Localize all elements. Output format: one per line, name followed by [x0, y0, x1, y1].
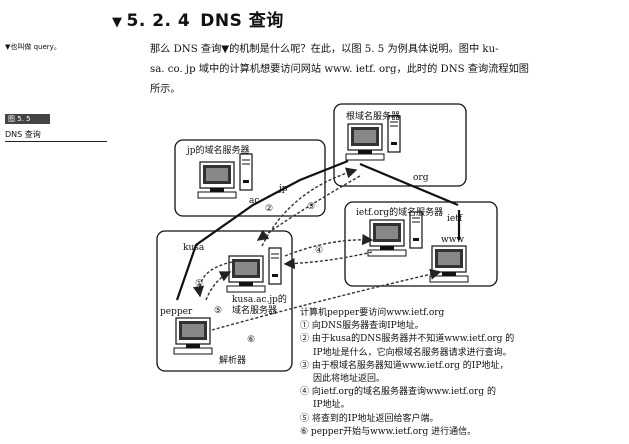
resolver-label: 解析器 [219, 354, 246, 366]
ietf-server-icon [367, 211, 423, 257]
www-server-icon [429, 245, 469, 283]
steps-list: 计算机pepper要访问www.ietf.org ① 向DNS服务器查询IP地址… [300, 307, 514, 439]
paragraph-line-1: 那么 DNS 查询▼的机制是什么呢？在此，以图 5. 5 为例具体说明。图中 k… [150, 44, 499, 55]
jp-zone-box [174, 139, 326, 217]
ietf-zone-box [344, 201, 498, 287]
step-mark-1: ① [195, 279, 203, 289]
node-www: www [441, 235, 464, 245]
section-title: DNS 查询 [200, 11, 284, 31]
paragraph-line-3: 所示。 [150, 84, 181, 95]
ietf-server-label: ietf.org的域名服务器 [356, 206, 443, 218]
node-ac: ac [249, 196, 259, 206]
jp-server-label: jp的域名服务器 [186, 144, 250, 156]
kusa-server-icon [226, 247, 282, 293]
step-mark-4: ④ [315, 246, 323, 256]
step-mark-3: ③ [307, 202, 315, 212]
node-jp: jp [278, 184, 288, 194]
step-2: ② 由于kusa的DNS服务器并不知道www.ietf.org 的 [300, 334, 515, 345]
root-zone-box [333, 103, 467, 187]
root-server-label: 根域名服务器 [346, 110, 400, 122]
step-3: ③ 由于根域名服务器知道www.ietf.org 的IP地址， [300, 360, 509, 371]
root-server-icon [345, 115, 401, 161]
step-mark-6: ⑥ [247, 335, 255, 345]
node-org: org [413, 173, 429, 183]
paragraph-line-2: sa. co. jp 域中的计算机想要访问网站 www. ietf. org，此… [150, 64, 529, 75]
step-1: ① 向DNS服务器查询IP地址。 [300, 321, 424, 332]
step-mark-5: ⑤ [214, 306, 222, 316]
node-pepper: pepper [160, 307, 193, 317]
resolver-pc-icon [173, 317, 213, 355]
node-ietf: ietf [447, 214, 463, 224]
section-heading: ▼5. 2. 4 DNS 查询 [112, 6, 284, 31]
step-4-cont: IP地址。 [313, 400, 350, 411]
step-4: ④ 向ietf.org的域名服务器查询www.ietf.org 的 [300, 387, 496, 398]
step-5: ⑤ 将查到的IP地址返回给客户端。 [300, 413, 439, 424]
caption-divider [5, 141, 107, 142]
step-2-cont: IP地址是什么，它向根域名服务器请求进行查询。 [313, 347, 512, 358]
step-mark-2: ② [265, 204, 273, 214]
step-6: ⑥ pepper开始与www.ietf.org 进行通信。 [300, 426, 477, 437]
node-kusa: kusa [183, 243, 205, 253]
section-number: 5. 2. 4 [126, 11, 191, 31]
figure-caption: DNS 查询 [5, 130, 41, 139]
kusa-server-label-2: 域名服务器 [232, 304, 277, 316]
step-3-cont: 因此将地址返回。 [313, 373, 386, 384]
jp-server-icon [197, 153, 253, 199]
kusa-zone-box [156, 230, 293, 372]
steps-title: 计算机pepper要访问www.ietf.org [300, 308, 445, 318]
kusa-server-label-1: kusa.ac.jp的 [232, 293, 287, 305]
section-marker-icon: ▼ [112, 15, 123, 30]
figure-tag: 图 5. 5 [5, 114, 50, 124]
side-note: ▼也叫做 query。 [5, 43, 61, 51]
